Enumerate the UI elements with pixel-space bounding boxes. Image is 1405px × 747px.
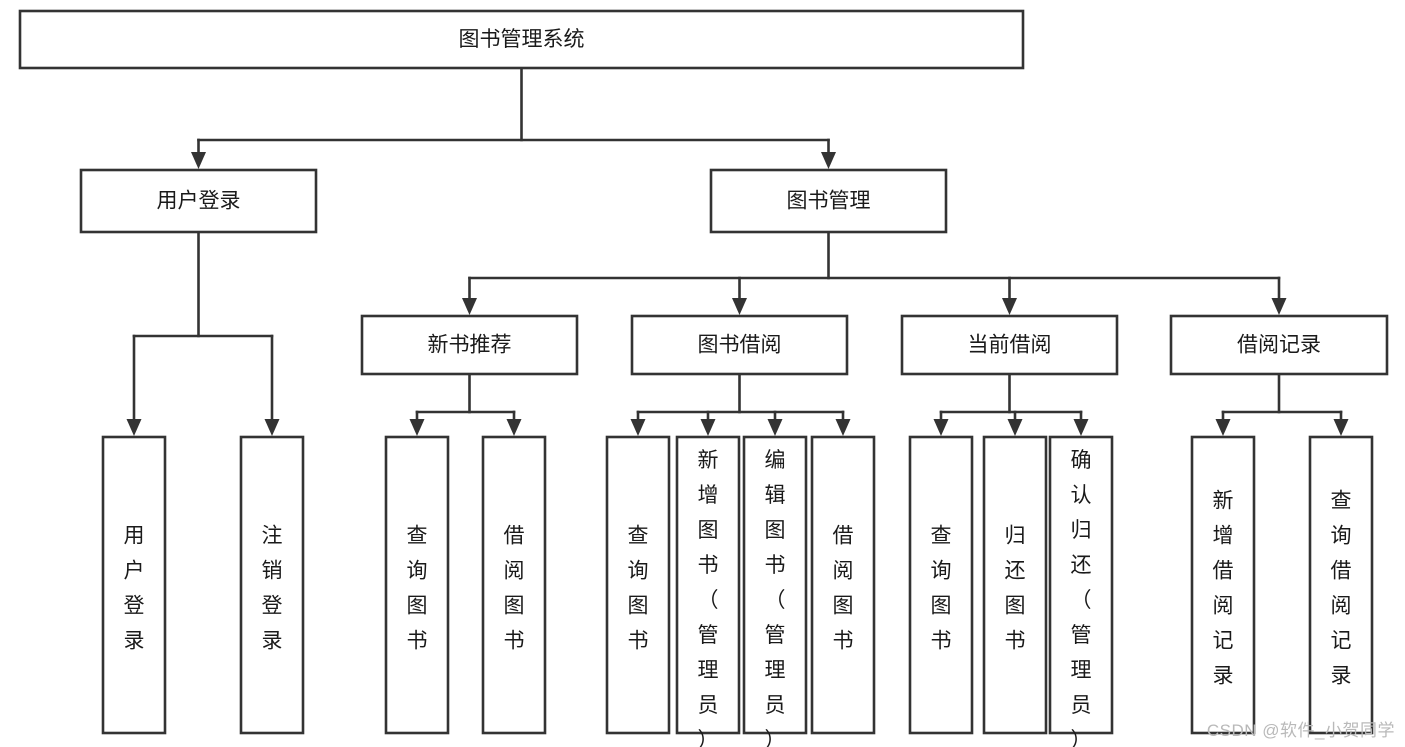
node-borrow-record[interactable]: 借阅记录 <box>1169 314 1389 376</box>
node-leaf-confirm-return[interactable]: 确认归还（管理员） <box>1048 435 1114 747</box>
node-leaf-user-logout[interactable]: 注销登录 <box>239 435 305 735</box>
leaf-label: 新增借阅记录 <box>1213 489 1234 687</box>
leaf-label: 注销登录 <box>262 524 283 652</box>
node-border <box>79 168 318 234</box>
node-border <box>908 435 974 735</box>
node-label: 新书推荐 <box>428 334 512 357</box>
node-border <box>360 314 579 376</box>
node-leaf-user-login[interactable]: 用户登录 <box>101 435 167 735</box>
node-user-login[interactable]: 用户登录 <box>79 168 318 234</box>
edge-group-book-borrow <box>630 372 851 436</box>
node-border <box>1190 435 1256 735</box>
edge-group-current-borrow <box>933 372 1089 436</box>
edge-group-borrow-record <box>1215 372 1349 436</box>
node-current-borrow[interactable]: 当前借阅 <box>900 314 1119 376</box>
node-border <box>709 168 948 234</box>
node-border <box>1048 435 1114 735</box>
node-leaf-query-book-2[interactable]: 查询图书 <box>605 435 671 735</box>
node-label: 图书管理 <box>787 190 871 213</box>
node-new-book-recommend[interactable]: 新书推荐 <box>360 314 579 376</box>
node-leaf-return-book[interactable]: 归还图书 <box>982 435 1048 735</box>
leaf-label: 查询图书 <box>931 524 952 652</box>
leaf-label: 查询图书 <box>407 524 428 652</box>
node-leaf-borrow-book-2[interactable]: 借阅图书 <box>810 435 876 735</box>
node-leaf-query-book-3[interactable]: 查询图书 <box>908 435 974 735</box>
node-leaf-add-book[interactable]: 新增图书（管理员） <box>675 435 741 747</box>
node-label: 图书借阅 <box>698 334 782 357</box>
node-layer: 图书管理系统用户登录图书管理新书推荐图书借阅当前借阅借阅记录用户登录注销登录查询… <box>18 9 1389 747</box>
leaf-label: 归还图书 <box>1005 524 1026 652</box>
node-leaf-edit-book[interactable]: 编辑图书（管理员） <box>742 435 808 747</box>
edge-group-user-login <box>126 230 280 436</box>
node-root-图书管理系统[interactable]: 图书管理系统 <box>18 9 1025 70</box>
node-leaf-query-book-1[interactable]: 查询图书 <box>384 435 450 735</box>
connector-layer <box>126 66 1349 436</box>
leaf-label: 借阅图书 <box>833 524 854 652</box>
node-border <box>675 435 741 735</box>
edge-group-book-manage <box>462 230 1287 315</box>
node-leaf-query-record[interactable]: 查询借阅记录 <box>1308 435 1374 735</box>
node-border <box>101 435 167 735</box>
node-border <box>982 435 1048 735</box>
node-label: 当前借阅 <box>968 334 1052 357</box>
node-label: 借阅记录 <box>1237 334 1321 357</box>
edge-group-root <box>191 66 836 169</box>
leaf-label: 确认归还（管理员） <box>1071 449 1092 747</box>
node-border <box>1169 314 1389 376</box>
node-border <box>900 314 1119 376</box>
node-label: 用户登录 <box>157 190 241 213</box>
edge-group-new-book-recommend <box>409 372 522 436</box>
node-leaf-add-record[interactable]: 新增借阅记录 <box>1190 435 1256 735</box>
node-border <box>481 435 547 735</box>
leaf-label: 新增图书（管理员） <box>698 449 719 747</box>
leaf-label: 用户登录 <box>124 524 145 652</box>
node-border <box>605 435 671 735</box>
leaf-label: 编辑图书（管理员） <box>765 449 786 747</box>
node-leaf-borrow-book-1[interactable]: 借阅图书 <box>481 435 547 735</box>
node-border <box>742 435 808 735</box>
leaf-label: 借阅图书 <box>504 524 525 652</box>
watermark-text: CSDN @软件_小贺同学 <box>1206 721 1395 740</box>
node-book-manage[interactable]: 图书管理 <box>709 168 948 234</box>
leaf-label: 查询图书 <box>628 524 649 652</box>
node-label: 图书管理系统 <box>459 28 585 51</box>
node-border <box>18 9 1025 70</box>
node-border <box>810 435 876 735</box>
node-border <box>1308 435 1374 735</box>
node-border <box>630 314 849 376</box>
node-book-borrow[interactable]: 图书借阅 <box>630 314 849 376</box>
node-border <box>384 435 450 735</box>
leaf-label: 查询借阅记录 <box>1331 489 1352 687</box>
node-border <box>239 435 305 735</box>
